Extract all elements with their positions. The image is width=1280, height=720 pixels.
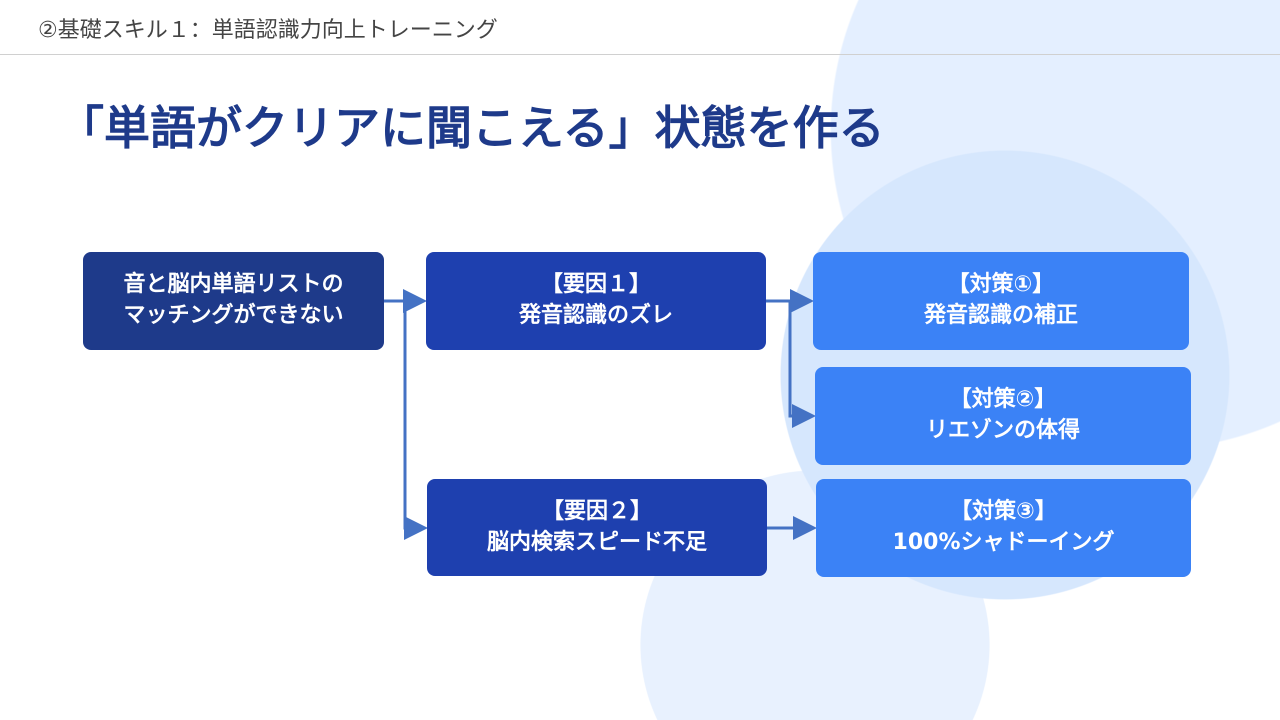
cause-label: 【要因２】 <box>541 498 652 524</box>
cause-text: 脳内検索スピード不足 <box>486 529 707 555</box>
measure-box-2: 【対策②】 リエゾンの体得 <box>815 367 1191 465</box>
cause-text: 発音認識のズレ <box>518 303 673 328</box>
slide-header: ②基礎スキル１：単語認識力向上トレーニング <box>0 0 1280 55</box>
cause-box-2: 【要因２】 脳内検索スピード不足 <box>427 479 767 576</box>
cause-box-1: 【要因１】 発音認識のズレ <box>426 252 766 350</box>
problem-line2: マッチングができない <box>123 303 344 328</box>
measure-text: 100%シャドーイング <box>892 530 1115 555</box>
measure-label: 【対策①】 <box>947 272 1055 298</box>
problem-line1: 音と脳内単語リストの <box>123 272 344 298</box>
slide-title: 「単語がクリアに聞こえる」状態を作る <box>58 101 885 155</box>
arrow-problem-cause2 <box>403 301 428 540</box>
problem-box: 音と脳内単語リストの マッチングができない <box>83 252 384 350</box>
section-title: ②基礎スキル１：単語認識力向上トレーニング <box>38 18 498 43</box>
measure-box-1: 【対策①】 発音認識の補正 <box>813 252 1189 350</box>
measure-label: 【対策②】 <box>949 387 1057 413</box>
cause-label: 【要因１】 <box>540 272 651 298</box>
arrow-cause1-measure2 <box>788 301 816 428</box>
measure-label: 【対策③】 <box>950 499 1057 525</box>
measure-text: 発音認識の補正 <box>923 303 1078 328</box>
measure-box-3: 【対策③】 100%シャドーイング <box>816 479 1191 577</box>
measure-text: リエゾンの体得 <box>925 418 1080 443</box>
